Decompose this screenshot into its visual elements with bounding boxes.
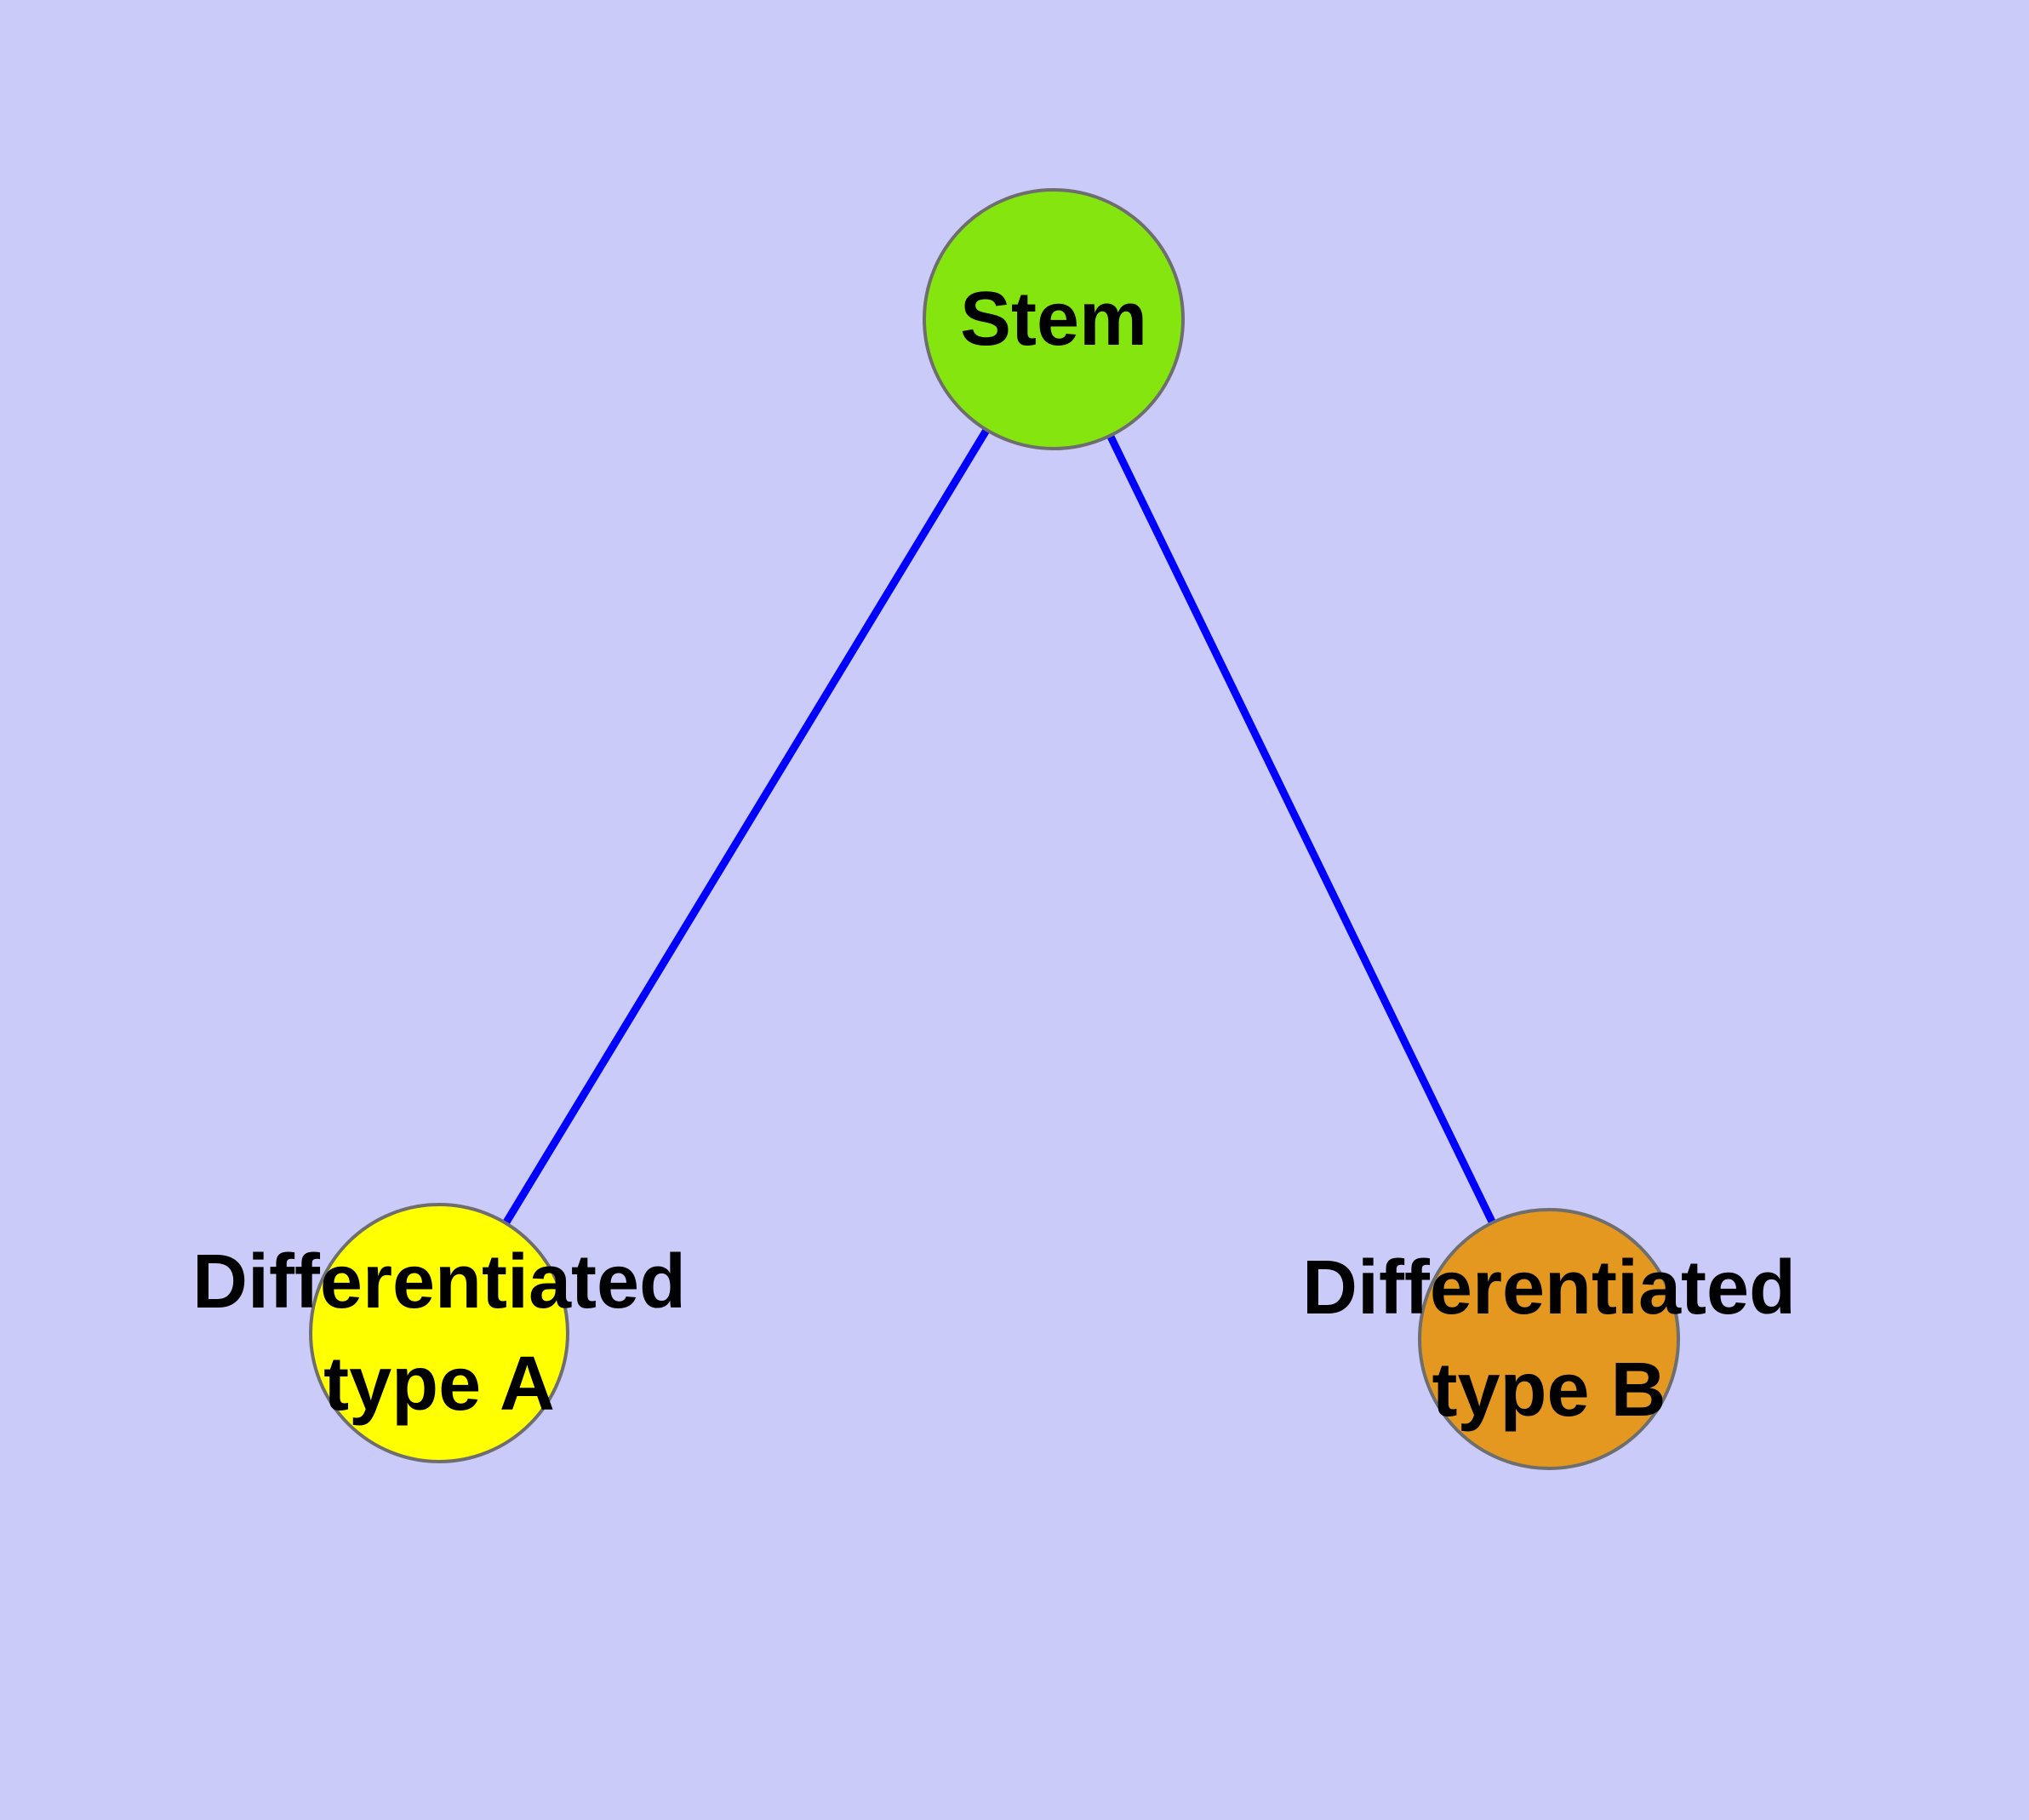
edge-stem-to-differentiated-type-b: [1049, 318, 1553, 1341]
node-differentiated-type-a: [309, 1203, 569, 1463]
edges-layer: [436, 317, 1553, 1341]
node-label-line: type A: [323, 1342, 555, 1427]
node-label-differentiated-type-a: Differentiated type A: [192, 1239, 686, 1427]
nodes-layer: [309, 188, 1680, 1470]
node-label-stem: Stem: [960, 277, 1147, 362]
node-label-line: Differentiated: [1302, 1245, 1796, 1331]
edge-stem-to-differentiated-type-a: [436, 317, 1057, 1336]
node-label-line: type B: [1432, 1348, 1666, 1433]
node-label-line: Differentiated: [192, 1239, 686, 1325]
node-label-differentiated-type-b: Differentiated type B: [1302, 1245, 1796, 1433]
node-label-line: Stem: [960, 277, 1147, 362]
node-differentiated-type-b: [1418, 1208, 1680, 1470]
node-stem: [923, 188, 1185, 450]
